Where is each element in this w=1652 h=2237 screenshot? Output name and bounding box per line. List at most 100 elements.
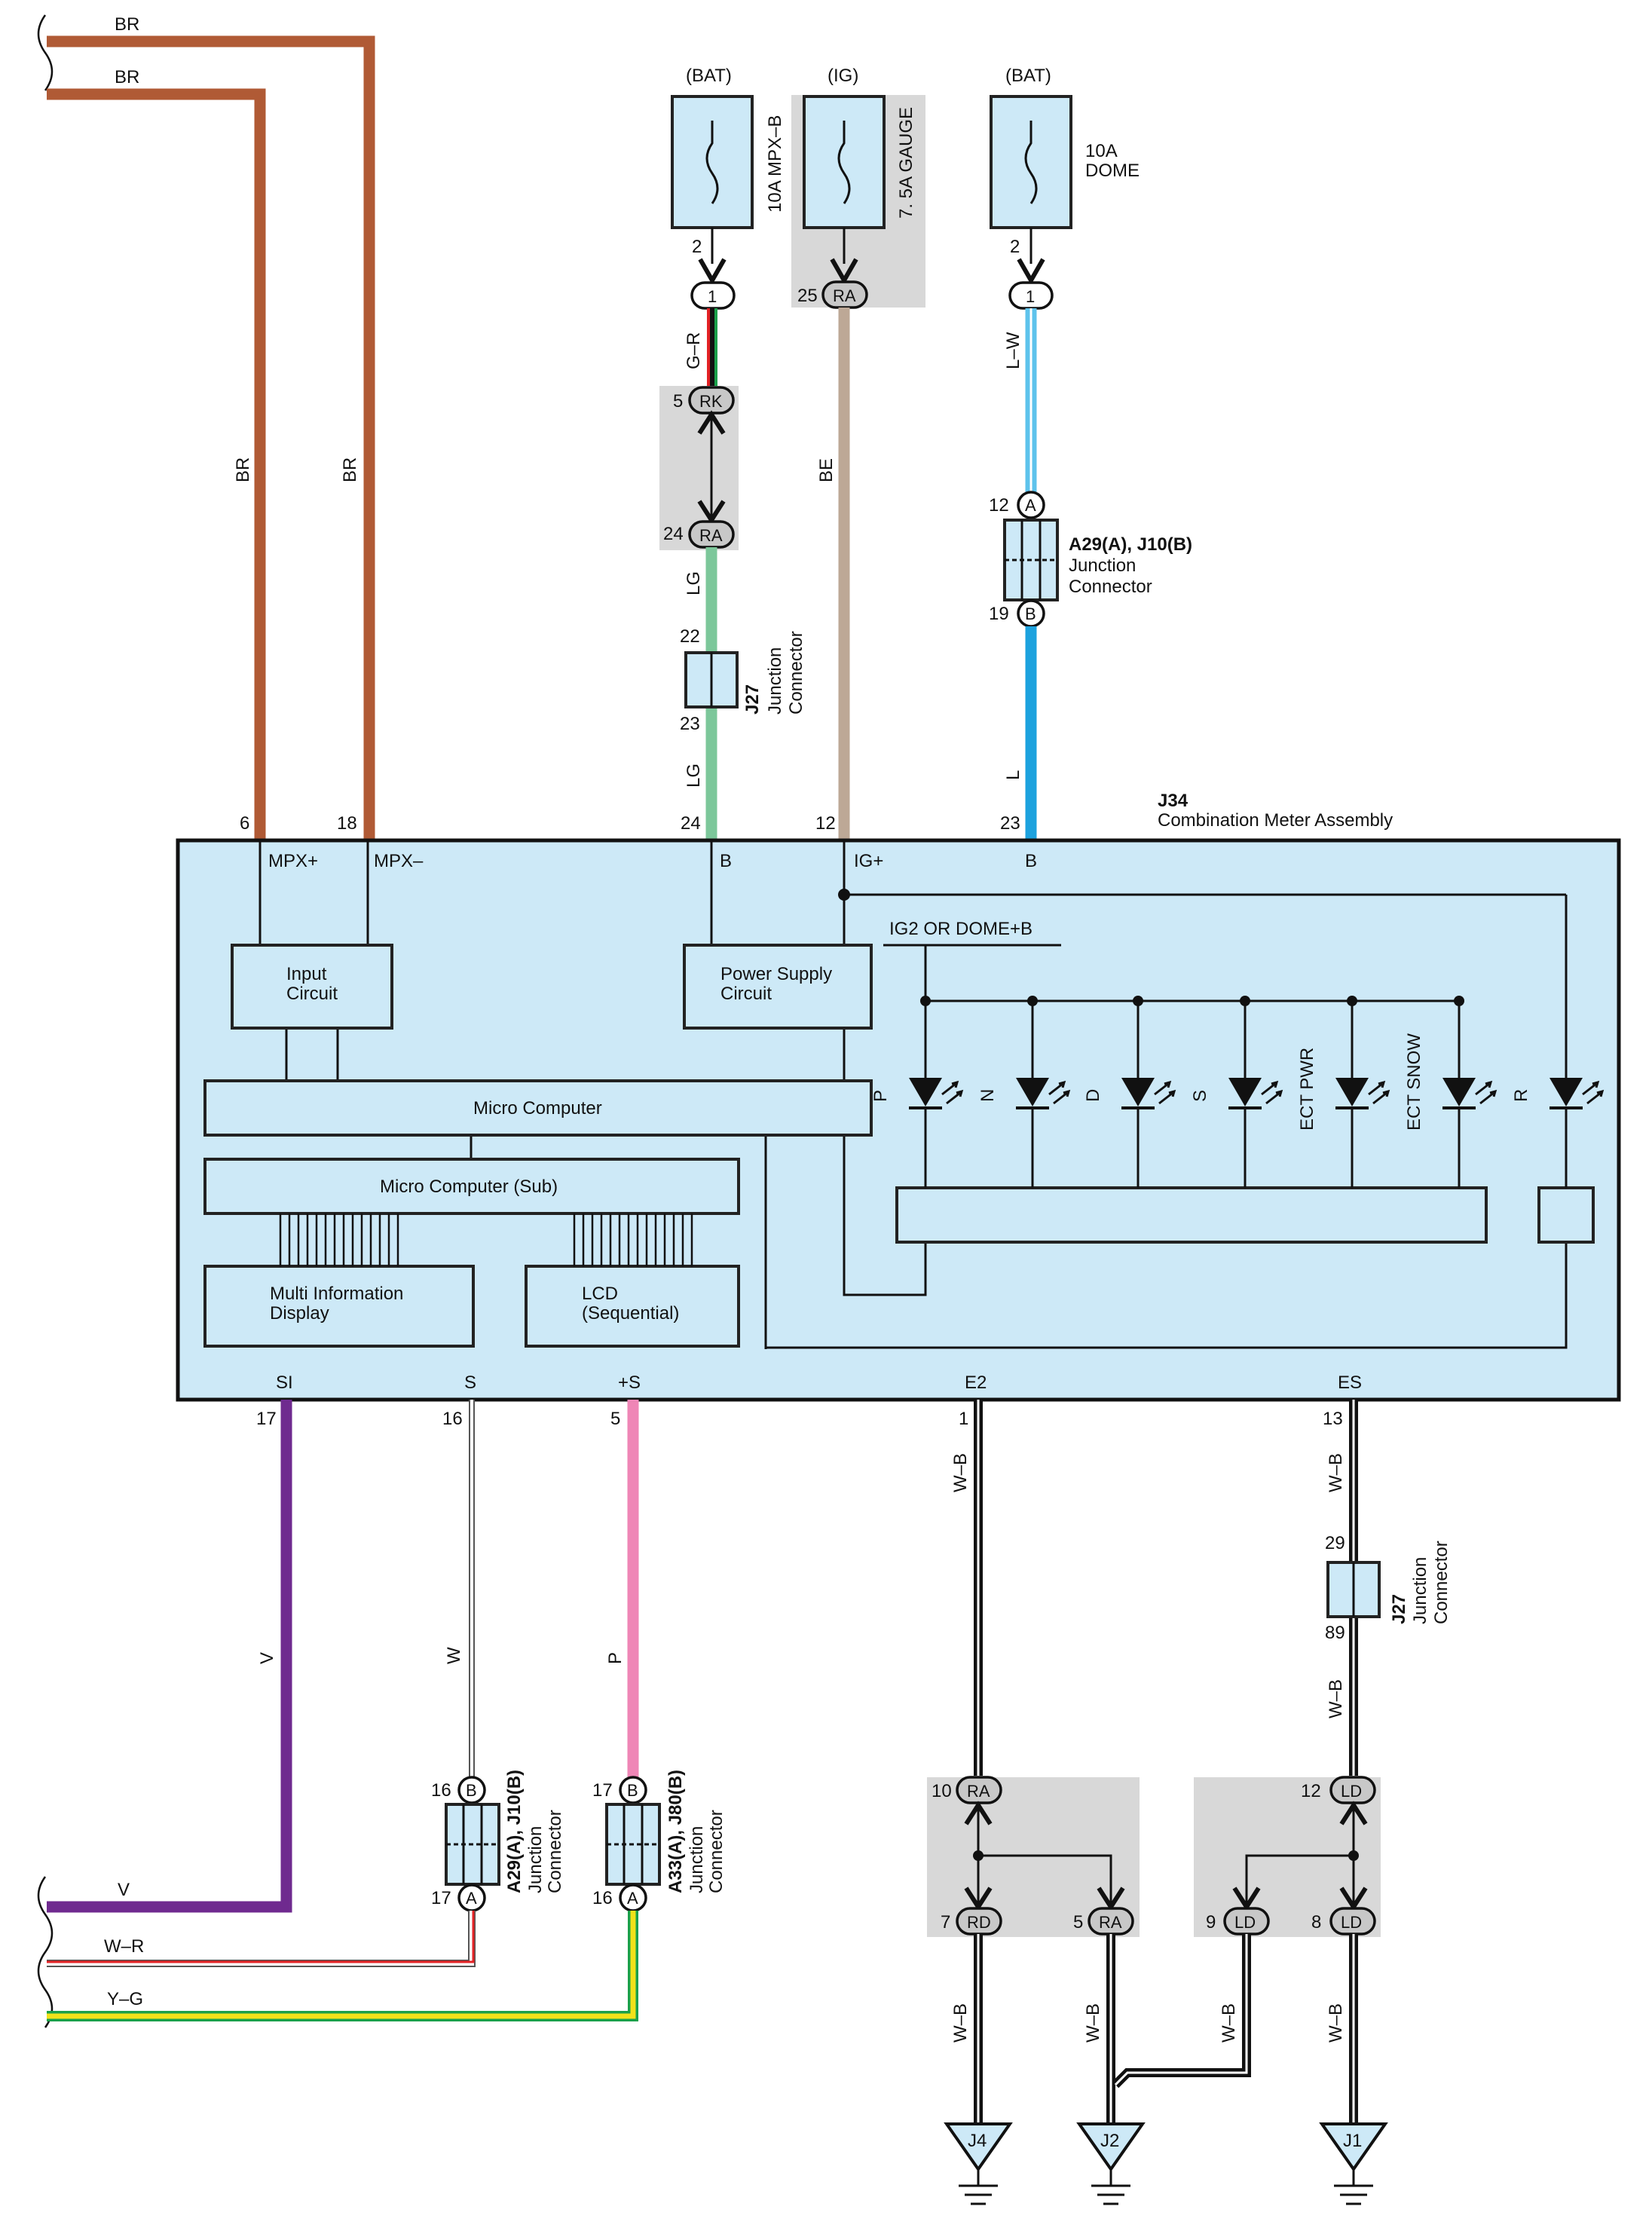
- svg-text:DOME: DOME: [1085, 161, 1140, 181]
- svg-text:A: A: [627, 1889, 638, 1908]
- svg-text:B: B: [1025, 604, 1036, 623]
- svg-text:Junction: Junction: [525, 1826, 546, 1893]
- wire-label-br-v2: BR: [340, 457, 360, 482]
- br-wires: [47, 35, 375, 840]
- fuse2-source: (IG): [828, 66, 858, 86]
- svg-text:V: V: [257, 1652, 277, 1664]
- lcd-sequential: [525, 1265, 740, 1348]
- conn-a-top: [1017, 491, 1045, 519]
- g-r-wire: [707, 308, 717, 388]
- svg-text:J1: J1: [1343, 2131, 1362, 2151]
- svg-text:Junction: Junction: [1410, 1557, 1430, 1624]
- svg-text:16: 16: [442, 1409, 463, 1429]
- svg-text:Circuit: Circuit: [286, 984, 338, 1004]
- svg-text:Junction: Junction: [687, 1826, 707, 1893]
- svg-text:Micro Computer: Micro Computer: [473, 1098, 602, 1118]
- svg-text:RA: RA: [967, 1782, 990, 1801]
- led-label: D: [1083, 1089, 1103, 1102]
- svg-text:Multi Information: Multi Information: [270, 1284, 403, 1304]
- svg-text:W–B: W–B: [1326, 1679, 1346, 1718]
- svg-text:16: 16: [431, 1780, 451, 1801]
- svg-text:19: 19: [989, 604, 1009, 624]
- svg-text:5: 5: [1073, 1912, 1083, 1933]
- v-wire: [47, 1400, 292, 1913]
- wire-label-br-mid: BR: [115, 67, 139, 87]
- display-bus-lines: [279, 1213, 693, 1266]
- fuse2-name: 7. 5A GAUGE: [896, 107, 916, 219]
- svg-text:24: 24: [681, 813, 701, 834]
- svg-text:LD: LD: [1234, 1913, 1256, 1932]
- svg-text:Connector: Connector: [706, 1810, 727, 1893]
- svg-text:Connector: Connector: [786, 631, 806, 715]
- svg-text:12: 12: [989, 495, 1009, 516]
- fuse1-pin: 2: [692, 237, 702, 257]
- led-label: ECT PWR: [1297, 1048, 1317, 1131]
- svg-text:LD: LD: [1341, 1913, 1362, 1932]
- svg-text:A: A: [1025, 496, 1036, 515]
- svg-text:W–B: W–B: [1083, 2003, 1103, 2043]
- fuse1-box: [671, 95, 754, 229]
- wire-label-lg-2: LG: [684, 764, 704, 788]
- fuse3-box: [990, 95, 1072, 229]
- wire-label-l-w: L–W: [1003, 332, 1023, 369]
- svg-text:89: 89: [1325, 1623, 1345, 1643]
- svg-text:W–R: W–R: [104, 1936, 144, 1957]
- multi-information-display: [203, 1265, 475, 1348]
- svg-text:12: 12: [1301, 1781, 1321, 1801]
- led-label: ECT SNOW: [1404, 1033, 1424, 1131]
- svg-text:6: 6: [240, 813, 249, 834]
- svg-text:RD: RD: [967, 1913, 991, 1932]
- svg-text:ES: ES: [1338, 1372, 1362, 1393]
- svg-text:LD: LD: [1341, 1782, 1362, 1801]
- svg-text:W–B: W–B: [950, 1453, 971, 1492]
- svg-text:MPX+: MPX+: [268, 851, 318, 871]
- shift-led-r: R: [1511, 1078, 1605, 1188]
- svg-text:24: 24: [663, 524, 684, 544]
- svg-text:5: 5: [610, 1409, 620, 1429]
- svg-text:A29(A), J10(B): A29(A), J10(B): [1069, 534, 1192, 555]
- svg-text:A: A: [466, 1889, 477, 1908]
- svg-text:7: 7: [941, 1912, 950, 1933]
- micro-computer-sub: [203, 1158, 740, 1215]
- svg-text:MPX–: MPX–: [374, 851, 424, 871]
- junction-dot-ig2: [920, 996, 931, 1006]
- ground-j1: [1319, 2122, 1388, 2205]
- svg-text:9: 9: [1206, 1912, 1216, 1933]
- svg-text:Junction: Junction: [1069, 555, 1136, 576]
- svg-text:22: 22: [680, 626, 700, 647]
- shift-led-s: S: [1190, 996, 1283, 1188]
- ig2-dome-label: IG2 OR DOME+B: [889, 919, 1032, 939]
- svg-text:1: 1: [1026, 287, 1035, 306]
- svg-text:Connector: Connector: [1069, 577, 1152, 597]
- svg-text:IG+: IG+: [854, 851, 883, 871]
- wire-label-g-r: G–R: [684, 332, 704, 369]
- fuse1-source: (BAT): [686, 66, 732, 86]
- fuse1-symbol: [705, 121, 719, 204]
- svg-text:P: P: [605, 1652, 626, 1664]
- svg-text:B: B: [1025, 851, 1037, 871]
- svg-text:A29(A), J10(B): A29(A), J10(B): [504, 1770, 525, 1893]
- meter-name: Combination Meter Assembly: [1158, 810, 1393, 831]
- svg-text:+S: +S: [618, 1372, 641, 1393]
- micro-computer: [203, 1079, 873, 1137]
- svg-text:J4: J4: [968, 2131, 987, 2151]
- svg-text:B: B: [466, 1781, 477, 1800]
- svg-text:W–B: W–B: [1219, 2003, 1239, 2043]
- svg-text:W: W: [444, 1647, 464, 1664]
- svg-text:W–B: W–B: [1326, 2003, 1346, 2043]
- led-r-driver: [1537, 1186, 1595, 1244]
- svg-text:J27: J27: [742, 684, 763, 715]
- svg-text:J2: J2: [1100, 2131, 1119, 2151]
- w-b-ground-wires: [974, 1934, 1358, 2124]
- svg-text:W–B: W–B: [1326, 1453, 1346, 1492]
- led-driver-bar: [895, 1186, 1488, 1244]
- w-r-wire: [47, 1911, 476, 1967]
- svg-text:10: 10: [932, 1781, 952, 1801]
- svg-text:LCD: LCD: [582, 1284, 618, 1304]
- svg-text:E2: E2: [965, 1372, 987, 1393]
- svg-text:A33(A), J80(B): A33(A), J80(B): [665, 1770, 686, 1893]
- svg-text:(Sequential): (Sequential): [582, 1303, 679, 1324]
- wire-label-br-top: BR: [115, 14, 139, 35]
- shift-led-ect-pwr: ECT PWR: [1297, 996, 1390, 1188]
- svg-text:1: 1: [959, 1409, 968, 1429]
